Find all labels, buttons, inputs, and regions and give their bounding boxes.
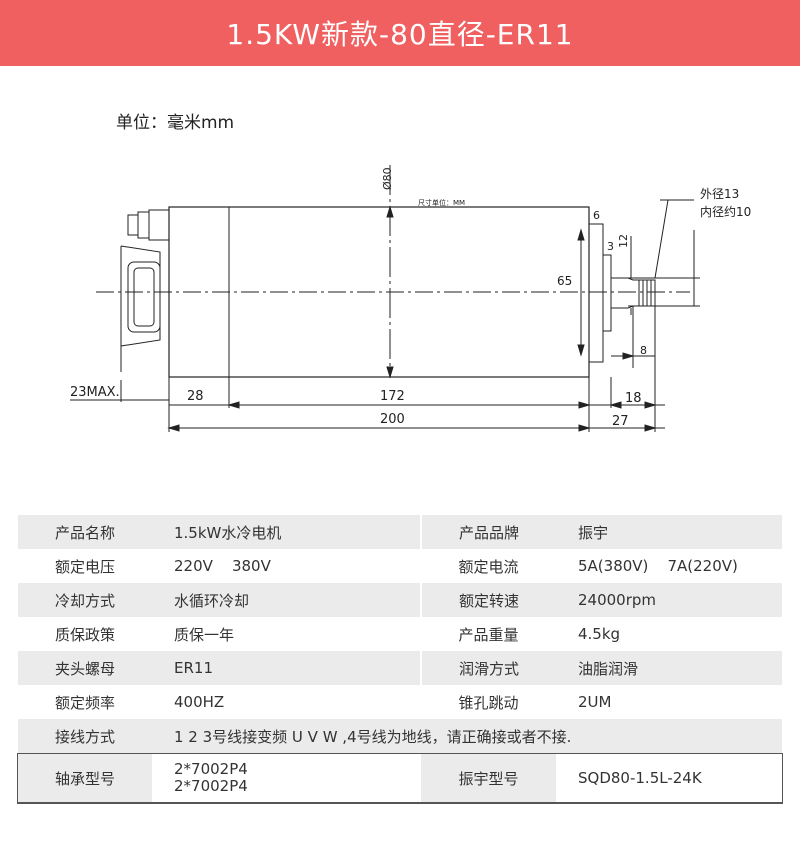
- spec-label: 轴承型号: [18, 753, 152, 803]
- dim-outer-diameter: 外径13: [700, 187, 739, 201]
- spec-label: 振宇型号: [421, 753, 556, 803]
- dim-65: 65: [557, 274, 572, 288]
- spec-label: 接线方式: [18, 719, 152, 754]
- dim-28: 28: [187, 389, 204, 404]
- front-flange: [588, 223, 604, 363]
- spec-value: 质保一年: [174, 625, 235, 644]
- front-flange-inner: [602, 254, 612, 332]
- size-unit-note: 尺寸单位：MM: [418, 198, 465, 207]
- dim-12: 12: [617, 234, 630, 248]
- spec-value: 油脂润滑: [556, 651, 782, 685]
- spec-table: 产品名称 1.5kW水冷电机 产品品牌 振宇 额定电压 220V 380V 额定…: [17, 515, 783, 804]
- spec-row-bearing: 轴承型号 2*7002P4 2*7002P4 振宇型号 SQD80-1.5L-2…: [17, 752, 783, 804]
- spec-row-wiring: 接线方式 1 2 3号线接变频 U V W ,4号线为地线，请正确接或者不接.: [18, 719, 782, 754]
- dim-inner-diameter: 内径约10: [700, 204, 751, 219]
- rear-connector: [148, 209, 170, 241]
- spec-label: 冷却方式: [18, 583, 152, 617]
- dim-18: 18: [625, 391, 642, 406]
- spec-value-bearing: 2*7002P4 2*7002P4: [152, 753, 421, 803]
- spec-label: 额定电流: [458, 557, 519, 576]
- spec-value: 24000rpm: [556, 583, 782, 617]
- spec-label: 额定转速: [421, 583, 556, 617]
- dim-23max: 23MAX.: [70, 385, 120, 400]
- dim-3: 3: [607, 240, 614, 253]
- dim-172: 172: [380, 389, 405, 404]
- spec-value: 400HZ: [174, 693, 225, 711]
- spec-row: 夹头螺母 ER11 润滑方式 油脂润滑: [18, 651, 782, 685]
- spec-value: 4.5kg: [578, 625, 621, 643]
- dim-27: 27: [612, 414, 629, 429]
- spec-value: 220V 380V: [174, 557, 271, 575]
- spec-row: 额定电压 220V 380V 额定电流 5A(380V) 7A(220V): [18, 549, 782, 583]
- unit-label: 单位：毫米mm: [116, 113, 235, 133]
- spec-label: 产品重量: [458, 625, 519, 644]
- spec-label: 额定电压: [54, 557, 115, 576]
- title-banner: 1.5KW新款-80直径-ER11: [0, 0, 800, 66]
- page-title: 1.5KW新款-80直径-ER11: [226, 18, 574, 51]
- spec-label: 锥孔跳动: [458, 693, 519, 712]
- spec-label: 夹头螺母: [18, 651, 152, 685]
- spec-value: 5A(380V) 7A(220V): [578, 557, 738, 575]
- bearing-line: 2*7002P4: [174, 760, 248, 778]
- spec-value: ER11: [152, 651, 422, 685]
- spec-value: SQD80-1.5L-24K: [556, 753, 782, 803]
- bearing-line: 2*7002P4: [174, 777, 248, 795]
- dim-8: 8: [640, 344, 647, 357]
- spec-value: 2UM: [578, 693, 612, 711]
- spec-label: 润滑方式: [421, 651, 556, 685]
- spec-label: 产品名称: [18, 515, 152, 549]
- spec-label: 质保政策: [54, 625, 115, 644]
- spec-row: 额定频率 400HZ 锥孔跳动 2UM: [18, 685, 782, 719]
- spec-value: 水循环冷却: [152, 583, 422, 617]
- dim-6: 6: [593, 209, 600, 222]
- spec-value: 振宇: [556, 515, 782, 549]
- spec-row: 冷却方式 水循环冷却 额定转速 24000rpm: [18, 583, 782, 617]
- spec-row: 质保政策 质保一年 产品重量 4.5kg: [18, 617, 782, 651]
- spec-row: 产品名称 1.5kW水冷电机 产品品牌 振宇: [18, 515, 782, 549]
- spec-label: 产品品牌: [421, 515, 556, 549]
- dim-diameter: Ø80: [381, 167, 394, 190]
- spec-label: 额定频率: [54, 693, 115, 712]
- collet-nut: [610, 277, 656, 309]
- dim-200: 200: [380, 412, 405, 427]
- spec-value-wiring: 1 2 3号线接变频 U V W ,4号线为地线，请正确接或者不接.: [152, 719, 782, 754]
- spec-value: 1.5kW水冷电机: [152, 515, 422, 549]
- technical-drawing: Ø80 尺寸单位：MM 外径13 内径约10 6 3 12 65 8 23MAX…: [70, 165, 751, 432]
